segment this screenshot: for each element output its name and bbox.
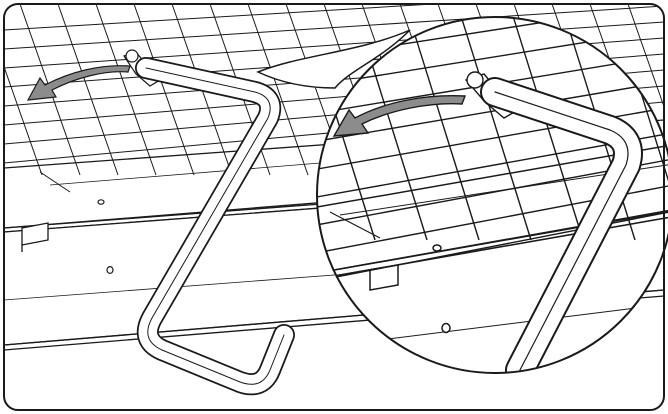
grid-wire [4, 4, 43, 176]
grid-wire [57, 4, 119, 176]
grid-wire [317, 205, 668, 285]
callout-pointer [256, 29, 411, 89]
grid-wire [317, 17, 376, 241]
grid-wire [627, 4, 664, 176]
grid-wire [403, 17, 480, 241]
grid-wire [317, 179, 668, 257]
frame-border [3, 3, 665, 411]
grid-wire [4, 5, 664, 50]
magnified-detail [256, 16, 668, 374]
grid-wire [247, 4, 309, 176]
magnifier-circle [316, 16, 668, 374]
grid-wire [4, 4, 664, 31]
grid-wire [133, 4, 195, 176]
rotate-arrow-icon [26, 65, 131, 101]
panel-holes [97, 199, 114, 275]
grid-wire [455, 17, 532, 241]
grid-wire [95, 4, 157, 176]
grid-wire [317, 101, 668, 173]
hook [135, 57, 295, 396]
panel-tab [21, 222, 49, 252]
